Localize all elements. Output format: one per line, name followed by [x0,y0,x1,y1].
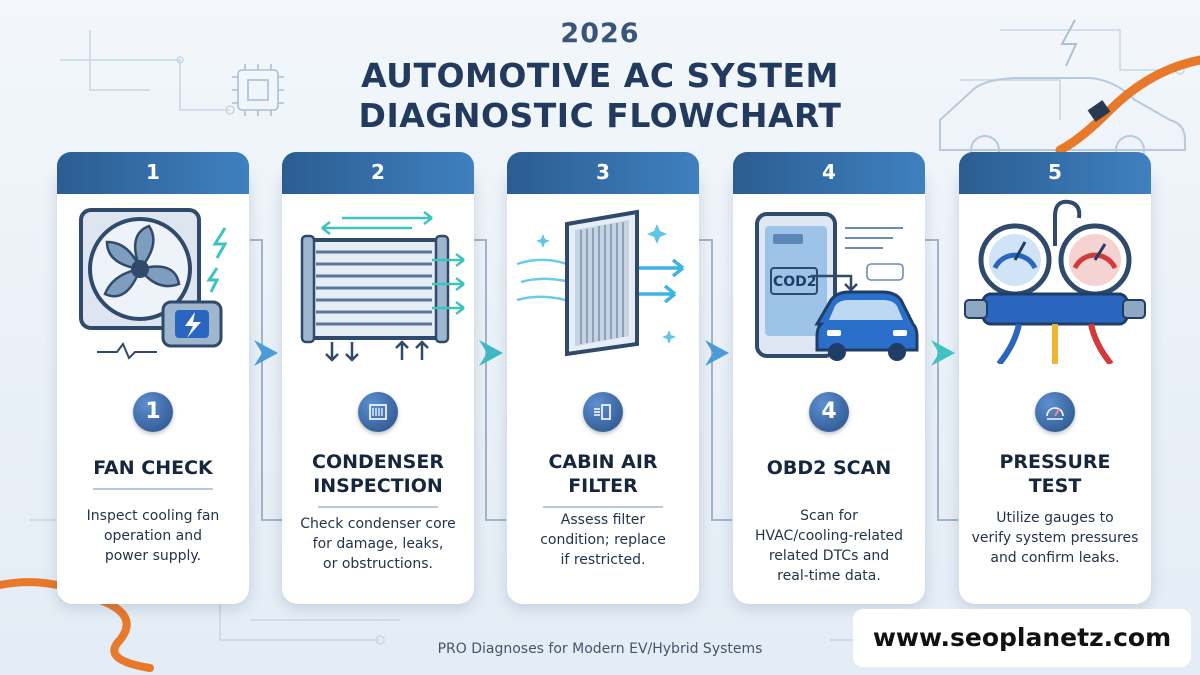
step-divider [318,506,438,508]
desc-line: real-time data. [777,568,881,584]
flow-arrow-3-4 [705,340,729,366]
desc-line: condition; replace [540,532,666,548]
desc-line: Check condenser core [300,516,456,532]
step-desc-2: Check condenser core for damage, leaks, … [282,514,474,574]
step-divider [543,506,663,508]
step-badge-4: 4 [809,392,849,432]
footer-tagline: PRO Diagnoses for Modern EV/Hybrid Syste… [437,641,763,657]
step-title-line: FILTER [568,475,638,497]
flow-arrow-4-5 [931,340,955,366]
step-tab-2: 2 [282,152,474,194]
step-title-line: CABIN AIR [548,451,658,473]
fan-icon [79,208,228,360]
step-tab-number: 4 [822,160,836,184]
step-tab-number: 2 [371,160,385,184]
desc-line: operation and [103,528,202,544]
desc-line: HVAC/cooling-related [755,528,903,544]
step-tab-1: 1 [57,152,249,194]
step-badge-3 [583,392,623,432]
page-title: AUTOMOTIVE AC SYSTEM DIAGNOSTIC FLOWCHAR… [300,56,900,136]
desc-line: for damage, leaks, [312,536,444,552]
desc-line: Scan for [800,508,858,524]
step-desc-3: Assess filter condition; replace if rest… [507,510,699,570]
step-title-line: TEST [1028,475,1082,497]
step-divider [93,488,213,490]
step-title-line: FAN CHECK [93,457,213,479]
desc-line: or obstructions. [323,556,433,572]
desc-line: Utilize gauges to [996,510,1114,526]
step-tab-5: 5 [959,152,1151,194]
step-title-line: PRESSURE [999,451,1111,473]
condenser-icon [300,211,465,362]
condenser-badge-icon [369,404,387,420]
step-title-4: OBD2 SCAN [733,456,925,480]
flow-arrow-1-2 [254,340,278,366]
step-tab-number: 3 [596,160,610,184]
step-tab-4: 4 [733,152,925,194]
chip-icon [232,64,284,116]
title-line-1: AUTOMOTIVE AC SYSTEM [361,56,839,95]
cabin-filter-icon [516,209,685,357]
pressure-gauge-icon [964,199,1146,364]
flow-arrow-2-3 [479,340,503,366]
desc-line: power supply. [104,548,202,564]
website-label: www.seoplanetz.com [853,609,1191,667]
scanner-screen-label: COD2 [773,274,817,290]
title-line-2: DIAGNOSTIC FLOWCHART [358,96,842,135]
step-title-1: FAN CHECK [57,456,249,480]
step-title-line: OBD2 SCAN [766,457,892,479]
desc-line: Assess filter [560,512,646,528]
step-tab-number: 1 [146,160,160,184]
step-badge-2 [358,392,398,432]
desc-line: Inspect cooling fan [86,508,220,524]
step-title-2: CONDENSER INSPECTION [282,450,474,498]
step-title-line: INSPECTION [313,475,443,497]
desc-line: related DTCs and [768,548,890,564]
desc-line: if restricted. [560,552,646,568]
step-title-line: CONDENSER [312,451,444,473]
lightning-icon [1060,19,1078,67]
desc-line: verify system pressures [971,530,1139,546]
filter-badge-icon [594,404,611,420]
gauge-badge-icon [1046,407,1064,420]
step-badge-1: 1 [133,392,173,432]
step-tab-number: 5 [1048,160,1062,184]
obd2-scanner-icon: COD2 [755,212,919,361]
step-desc-5: Utilize gauges to verify system pressure… [959,508,1151,568]
step-title-3: CABIN AIR FILTER [507,450,699,498]
desc-line: and confirm leaks. [990,550,1120,566]
step-tab-3: 3 [507,152,699,194]
header-year: 2026 [560,18,640,49]
step-desc-4: Scan for HVAC/cooling-related related DT… [733,506,925,586]
step-desc-1: Inspect cooling fan operation and power … [57,506,249,566]
step-title-5: PRESSURE TEST [959,450,1151,498]
step-badge-5 [1035,392,1075,432]
